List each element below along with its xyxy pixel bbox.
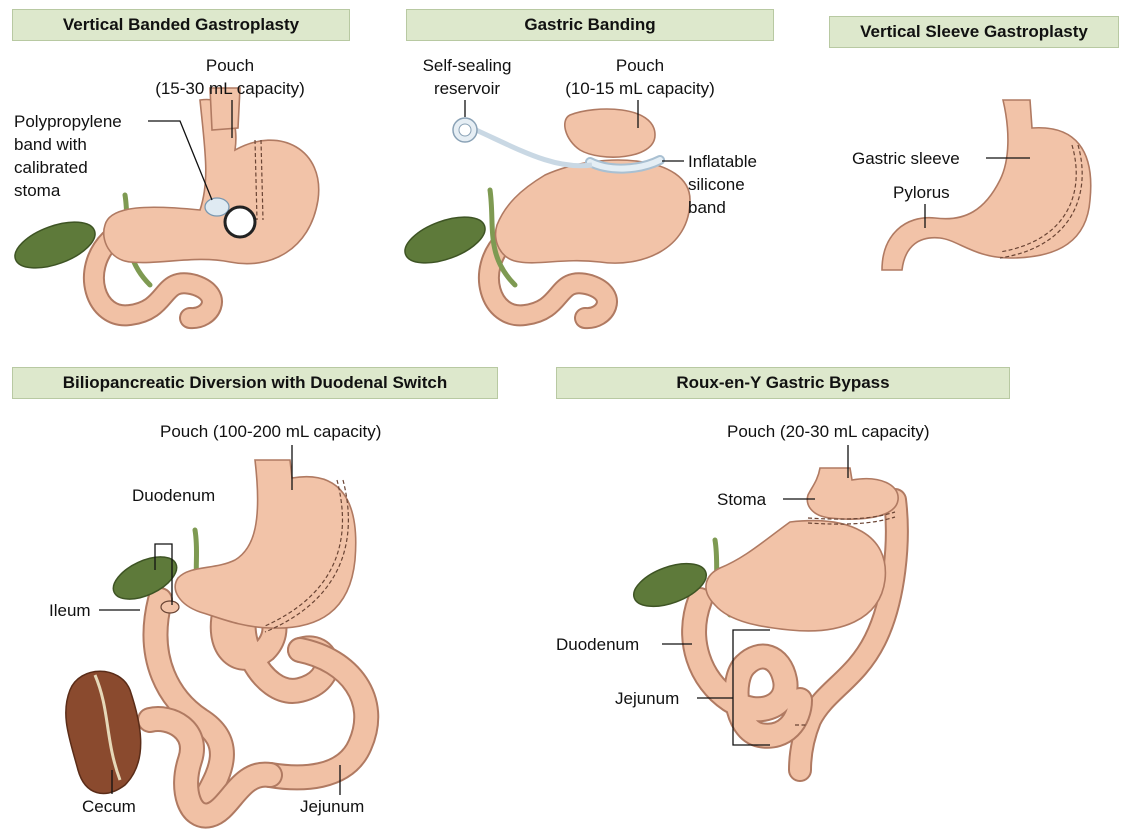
gb-pouch-capacity-label: (10-15 mL capacity) <box>565 79 715 98</box>
bpd-jejunum-label: Jejunum <box>300 797 364 816</box>
vbg-band-label-2: band with <box>14 135 87 154</box>
ryg-illustration <box>628 468 898 770</box>
gb-band-label-2: silicone <box>688 175 745 194</box>
gb-band-label-1: Inflatable <box>688 152 757 171</box>
gb-reservoir-label-1: Self-sealing <box>423 56 512 75</box>
bpd-duodenum-label: Duodenum <box>132 486 215 505</box>
ryg-jejunum-label: Jejunum <box>615 689 679 708</box>
vbg-band-label-4: stoma <box>14 181 61 200</box>
vsg-sleeve-label: Gastric sleeve <box>852 149 960 168</box>
bpd-illustration <box>66 460 366 816</box>
gb-band-label-3: band <box>688 198 726 217</box>
ryg-duodenum-label: Duodenum <box>556 635 639 654</box>
ryg-stoma-label: Stoma <box>717 490 767 509</box>
bpd-pouch-label: Pouch (100-200 mL capacity) <box>160 422 381 441</box>
bpd-cecum-label: Cecum <box>82 797 136 816</box>
vbg-band-label-3: calibrated <box>14 158 88 177</box>
ryg-pouch-label: Pouch (20-30 mL capacity) <box>727 422 930 441</box>
vsg-pylorus-label: Pylorus <box>893 183 950 202</box>
vbg-band-label-1: Polypropylene <box>14 112 122 131</box>
bpd-ileum-label: Ileum <box>49 601 91 620</box>
vbg-pouch-label: Pouch <box>206 56 254 75</box>
gb-illustration <box>399 109 690 318</box>
gb-reservoir-label-2: reservoir <box>434 79 500 98</box>
gb-pouch-label: Pouch <box>616 56 664 75</box>
vbg-pouch-capacity-label: (15-30 mL capacity) <box>155 79 305 98</box>
